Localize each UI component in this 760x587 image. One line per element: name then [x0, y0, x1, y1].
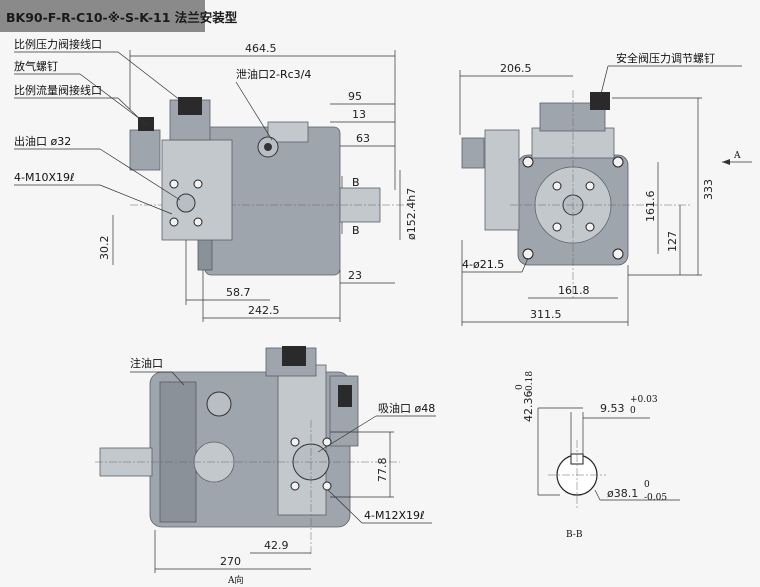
- dim-127: 127: [666, 231, 679, 252]
- section-mark-bottom: B: [352, 224, 360, 237]
- side-mount-hole: [612, 248, 624, 260]
- callout-vent-screw: 放气螺钉: [14, 59, 58, 73]
- key-height-tol-up: 0: [515, 384, 525, 390]
- outlet-bolt: [193, 179, 203, 189]
- dim-overall-length: 464.5: [245, 42, 277, 55]
- key-width-tol-up: +0.03: [630, 395, 658, 405]
- key-height: 42.36: [522, 391, 535, 423]
- drawing-title: BK90-F-R-C10-※-S-K-11 法兰安装型: [6, 10, 238, 25]
- dim-30-2: 30.2: [98, 236, 111, 261]
- shaft-dia: ø38.1: [607, 487, 638, 500]
- dim-270: 270: [220, 555, 241, 568]
- outlet-bolt: [169, 179, 179, 189]
- front-view: B B 464.5 95 13 63 ø152.4h7 23 30.2 58.7…: [14, 37, 418, 322]
- drain-boss: [267, 121, 309, 143]
- drain-port-center: [264, 143, 272, 151]
- relief-connector: [590, 92, 610, 110]
- callout-mount-holes: 4-ø21.5: [462, 258, 504, 271]
- dim-13: 13: [352, 108, 366, 121]
- section-mark-top: B: [352, 176, 360, 189]
- side-mount-hole: [522, 248, 534, 260]
- bottom-valve-block: [277, 364, 327, 516]
- bottom-right-connector: [338, 385, 352, 407]
- dim-333: 333: [702, 179, 715, 200]
- key-width: 9.53: [600, 402, 625, 415]
- dim-shaft-diameter: ø152.4h7: [405, 188, 418, 240]
- callout-pressure-valve-connector: 比例压力阀接线口: [14, 37, 102, 51]
- outlet-bolt: [169, 217, 179, 227]
- side-bolt: [552, 222, 562, 232]
- side-bolt: [585, 222, 595, 232]
- dim-58-7: 58.7: [226, 286, 251, 299]
- flow-valve: [129, 129, 161, 171]
- callout-drain-port: 泄油口2-Rc3/4: [236, 67, 311, 81]
- dim-242-5: 242.5: [248, 304, 280, 317]
- view-mark-a: A: [733, 151, 741, 161]
- suction-bolt: [322, 437, 332, 447]
- key-height-tol-low: -0.18: [525, 371, 535, 394]
- dim-95: 95: [348, 90, 362, 103]
- callout-thread-spec: 4-M10X19ℓ: [14, 171, 75, 184]
- callout-relief-screw: 安全阀压力调节螺钉: [616, 51, 715, 65]
- shaft-dia-tol-low: -0.05: [644, 493, 667, 503]
- pressure-connector: [178, 97, 202, 115]
- dim-42-9: 42.9: [264, 539, 289, 552]
- callout-flow-valve-connector: 比例流量阀接线口: [14, 83, 102, 97]
- dim-63: 63: [356, 132, 370, 145]
- shaft-dia-tol-up: 0: [644, 480, 650, 490]
- side-bolt: [585, 181, 595, 191]
- view-caption-a: A向: [227, 574, 244, 586]
- callout-suction-threads: 4-M12X19ℓ: [364, 509, 425, 522]
- dim-77-8: 77.8: [376, 458, 389, 483]
- dim-161-6: 161.6: [644, 191, 657, 223]
- dim-161-8: 161.8: [558, 284, 590, 297]
- section-caption: B-B: [566, 530, 583, 540]
- side-mount-hole: [612, 156, 624, 168]
- dim-206-5: 206.5: [500, 62, 532, 75]
- bottom-left-rib: [159, 381, 197, 523]
- key-width-tol-low: 0: [630, 406, 636, 416]
- side-mount-hole: [522, 156, 534, 168]
- callout-outlet-port: 出油口 ø32: [14, 134, 71, 148]
- title-bar: BK90-F-R-C10-※-S-K-11 法兰安装型: [0, 0, 237, 32]
- bottom-fill-port: [206, 391, 232, 417]
- suction-bolt: [322, 481, 332, 491]
- callout-suction-port: 吸油口 ø48: [378, 401, 435, 415]
- outlet-port: [176, 193, 196, 213]
- dim-23: 23: [348, 269, 362, 282]
- side-view: 206.5 333 161.6 127 161.8 311.5 安全阀压力调节螺…: [459, 51, 752, 326]
- side-bolt: [552, 181, 562, 191]
- section-bb: 42.36 0 -0.18 9.53 +0.03 0 ø38.1 0 -0.05…: [515, 371, 680, 540]
- dim-311-5: 311.5: [530, 308, 562, 321]
- side-valve-stack: [484, 129, 520, 231]
- side-flow-valve: [461, 137, 485, 169]
- suction-bolt: [290, 437, 300, 447]
- bottom-view: 77.8 42.9 270 注油口 吸油口 ø48 4-M12X19ℓ A向: [95, 346, 436, 586]
- outlet-bolt: [193, 217, 203, 227]
- bottom-top-connector: [282, 346, 306, 366]
- suction-bolt: [290, 481, 300, 491]
- callout-fill-port: 注油口: [130, 356, 163, 370]
